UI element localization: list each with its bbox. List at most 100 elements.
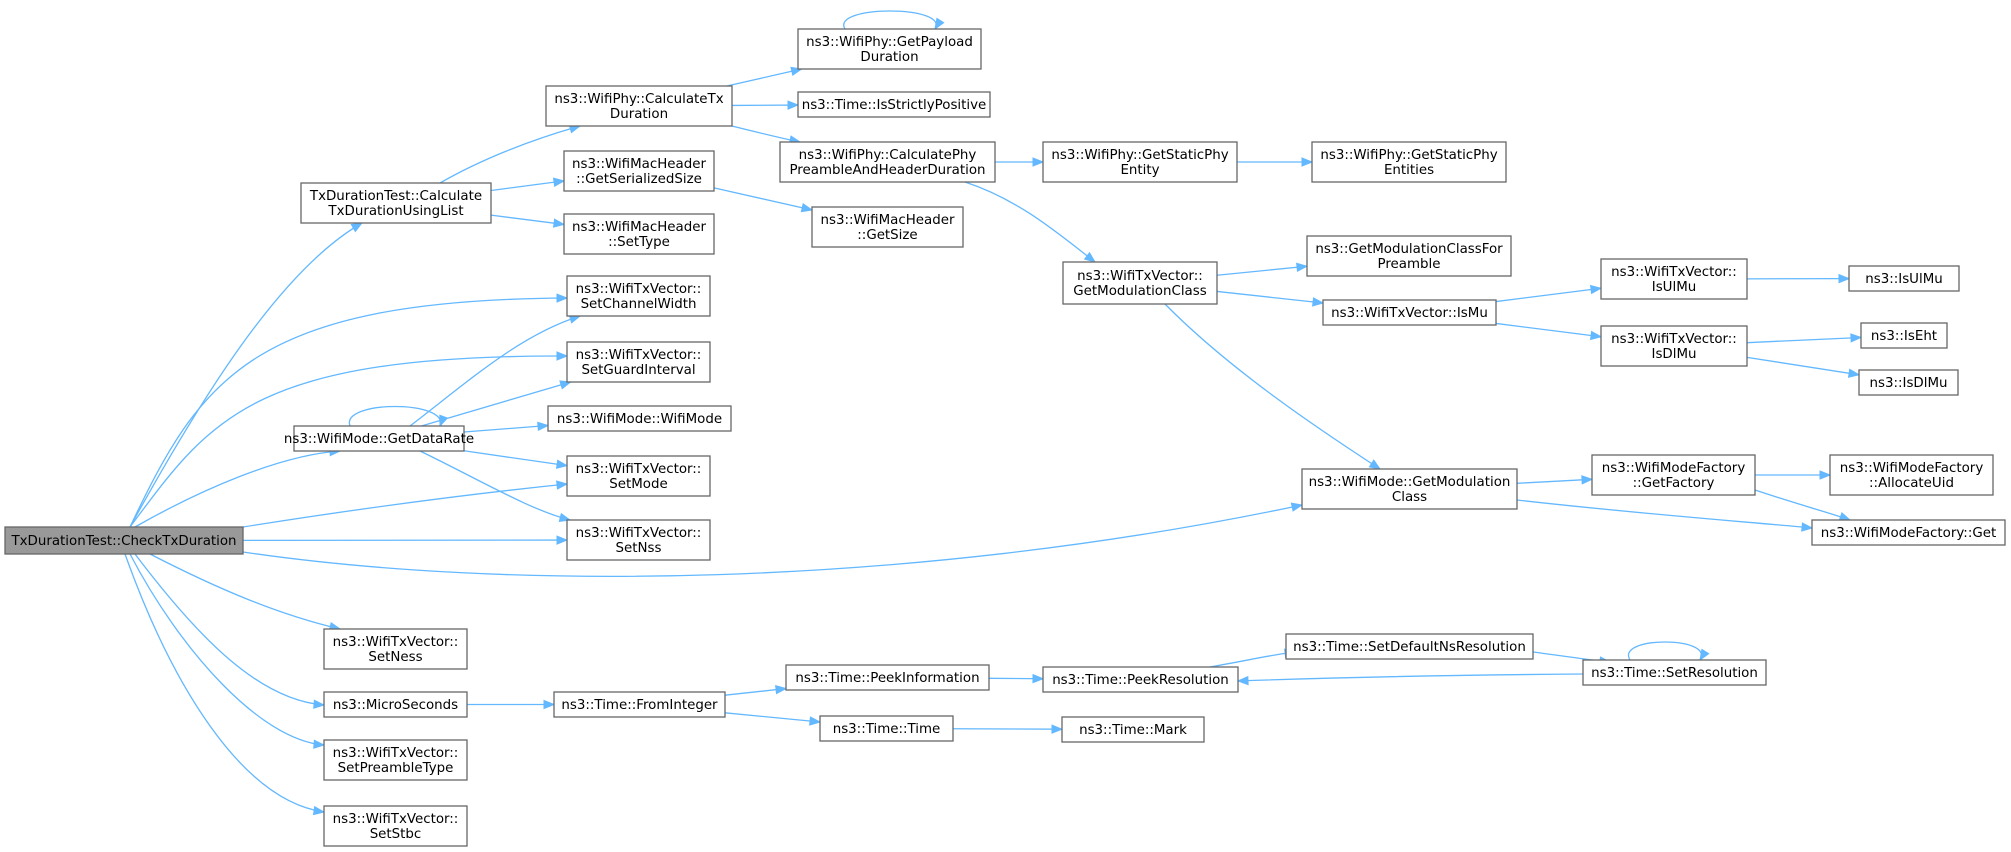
node-txv-is-ul-mu[interactable]: ns3::WifiTxVector::IsUlMu xyxy=(1600,258,1748,300)
edge-get-payload-to-get-payload-arrowhead xyxy=(934,17,945,31)
node-root[interactable]: TxDurationTest::CheckTxDuration xyxy=(4,526,244,555)
edge-root-to-set-nss-arrowhead xyxy=(556,535,569,545)
node-set-preamble-type[interactable]: ns3::WifiTxVector::SetPreambleType xyxy=(323,739,468,781)
edge-calc-list-to-mac-set-type xyxy=(490,214,565,226)
edge-txv-is-ul-mu-to-is-ul-mu-arrowhead xyxy=(1838,273,1851,284)
node-label: IsUlMu xyxy=(1652,280,1697,295)
edge-mac-get-serialized-to-mac-get-size-arrowhead xyxy=(800,203,814,213)
node-get-data-rate[interactable]: ns3::WifiMode::GetDataRate xyxy=(284,425,474,452)
node-factory-allocate-uid[interactable]: ns3::WifiModeFactory::AllocateUid xyxy=(1829,454,1994,496)
node-box xyxy=(323,805,468,847)
node-box xyxy=(1600,325,1748,367)
node-box xyxy=(1285,633,1534,660)
node-box xyxy=(811,206,964,248)
edge-txv-get-mod-class-to-txv-is-mu-arrowhead xyxy=(1312,297,1325,307)
node-label: Duration xyxy=(860,50,918,65)
node-label: Duration xyxy=(610,107,668,122)
node-set-guard-interval[interactable]: ns3::WifiTxVector::SetGuardInterval xyxy=(566,341,711,383)
node-set-resolution[interactable]: ns3::Time::SetResolution xyxy=(1582,659,1767,686)
node-set-channel-width[interactable]: ns3::WifiTxVector::SetChannelWidth xyxy=(566,275,711,317)
edge-txv-is-dl-mu-to-is-eht-arrowhead xyxy=(1850,333,1863,343)
node-factory-get-factory[interactable]: ns3::WifiModeFactory::GetFactory xyxy=(1591,454,1756,496)
node-label: ns3::WifiPhy::CalculateTx xyxy=(554,92,723,107)
edge-set-resolution-to-peek-resolution-arrowhead xyxy=(1236,675,1249,686)
node-mode-get-mod-class[interactable]: ns3::WifiMode::GetModulationClass xyxy=(1301,468,1518,510)
node-label: IsDlMu xyxy=(1652,347,1697,362)
node-set-default-ns-res[interactable]: ns3::Time::SetDefaultNsResolution xyxy=(1285,633,1534,660)
node-wifimode-ctor[interactable]: ns3::WifiMode::WifiMode xyxy=(547,405,732,432)
edge-get-data-rate-to-set-channel-width xyxy=(409,315,581,427)
node-label: ns3::WifiModeFactory::Get xyxy=(1821,526,1996,541)
node-label: Entities xyxy=(1384,163,1434,178)
node-label: ns3::IsDlMu xyxy=(1869,376,1947,391)
edge-get-data-rate-to-wifimode-ctor-arrowhead xyxy=(537,421,550,432)
edge-root-to-set-stbc xyxy=(124,553,325,813)
node-label: ::AllocateUid xyxy=(1869,476,1954,491)
node-mac-get-serialized[interactable]: ns3::WifiMacHeader::GetSerializedSize xyxy=(563,150,715,192)
node-txv-get-mod-class[interactable]: ns3::WifiTxVector::GetModulationClass xyxy=(1062,261,1218,305)
node-label: ns3::WifiTxVector:: xyxy=(333,746,459,761)
node-time-ctor[interactable]: ns3::Time::Time xyxy=(819,715,954,742)
node-label: ns3::WifiTxVector:: xyxy=(333,635,459,650)
node-label: ns3::WifiMacHeader xyxy=(572,157,706,172)
node-calc-phy-preamble[interactable]: ns3::WifiPhy::CalculatePhyPreambleAndHea… xyxy=(779,141,996,183)
node-box xyxy=(323,628,468,670)
edge-root-to-set-preamble-type-arrowhead xyxy=(313,739,326,749)
node-set-ness[interactable]: ns3::WifiTxVector::SetNess xyxy=(323,628,468,670)
node-label: ns3::Time::PeekInformation xyxy=(795,671,979,686)
node-calc-list[interactable]: TxDurationTest::CalculateTxDurationUsing… xyxy=(300,182,492,224)
node-box xyxy=(545,85,733,127)
edge-root-to-set-mode-arrowhead xyxy=(556,480,569,490)
node-label: TxDurationUsingList xyxy=(327,204,463,219)
edge-set-resolution-to-peek-resolution xyxy=(1237,673,1584,682)
node-label: Entity xyxy=(1120,163,1159,178)
node-is-dl-mu[interactable]: ns3::IsDlMu xyxy=(1858,369,1959,396)
node-label: Class xyxy=(1392,490,1427,505)
node-txv-is-dl-mu[interactable]: ns3::WifiTxVector::IsDlMu xyxy=(1600,325,1748,367)
node-is-eht[interactable]: ns3::IsEht xyxy=(1860,322,1948,349)
edge-calc-tx-to-is-strictly-pos-arrowhead xyxy=(787,100,800,110)
node-micro-seconds[interactable]: ns3::MicroSeconds xyxy=(323,691,468,718)
edge-root-to-calc-list-arrowhead xyxy=(350,222,364,233)
edge-txv-is-dl-mu-to-is-dl-mu-arrowhead xyxy=(1847,368,1861,378)
node-label: GetModulationClass xyxy=(1073,284,1206,299)
edge-time-ctor-to-time-mark-arrowhead xyxy=(1051,724,1064,734)
edge-calc-phy-preamble-to-txv-get-mod-class-arrowhead xyxy=(1083,251,1097,263)
edge-mode-get-mod-class-to-factory-get-arrowhead xyxy=(1801,522,1814,532)
node-label: ns3::WifiTxVector:: xyxy=(576,348,702,363)
node-peek-information[interactable]: ns3::Time::PeekInformation xyxy=(785,664,990,691)
node-box xyxy=(1600,258,1748,300)
edge-get-data-rate-to-set-nss xyxy=(419,450,571,521)
node-set-mode[interactable]: ns3::WifiTxVector::SetMode xyxy=(566,455,711,497)
node-factory-get[interactable]: ns3::WifiModeFactory::Get xyxy=(1811,519,2006,546)
node-box xyxy=(1322,299,1497,326)
edge-calc-list-to-mac-get-serialized-arrowhead xyxy=(552,177,566,187)
edge-factory-get-factory-to-factory-get-arrowhead xyxy=(1838,512,1852,522)
node-mac-set-type[interactable]: ns3::WifiMacHeader::SetType xyxy=(563,213,715,255)
node-peek-resolution[interactable]: ns3::Time::PeekResolution xyxy=(1042,666,1239,693)
node-set-stbc[interactable]: ns3::WifiTxVector::SetStbc xyxy=(323,805,468,847)
node-mac-get-size[interactable]: ns3::WifiMacHeader::GetSize xyxy=(811,206,964,248)
node-label: ns3::WifiTxVector:: xyxy=(1077,269,1203,284)
node-box xyxy=(785,664,990,691)
edge-calc-tx-to-get-payload xyxy=(726,68,802,87)
node-label: ns3::IsUlMu xyxy=(1865,272,1943,287)
node-txv-is-mu[interactable]: ns3::WifiTxVector::IsMu xyxy=(1322,299,1497,326)
node-label: ns3::WifiMode::WifiMode xyxy=(557,412,722,427)
edge-txv-is-dl-mu-to-is-dl-mu xyxy=(1746,356,1860,376)
node-label: ns3::WifiMode::GetDataRate xyxy=(284,432,474,447)
node-box xyxy=(1306,235,1512,277)
node-from-integer[interactable]: ns3::Time::FromInteger xyxy=(553,691,726,718)
node-is-strictly-pos[interactable]: ns3::Time::IsStrictlyPositive xyxy=(797,91,991,118)
node-set-nss[interactable]: ns3::WifiTxVector::SetNss xyxy=(566,519,711,561)
node-time-mark[interactable]: ns3::Time::Mark xyxy=(1061,716,1205,743)
node-label: ::GetSerializedSize xyxy=(576,172,702,187)
node-is-ul-mu[interactable]: ns3::IsUlMu xyxy=(1848,265,1960,292)
node-label: ns3::Time::SetDefaultNsResolution xyxy=(1293,640,1526,655)
